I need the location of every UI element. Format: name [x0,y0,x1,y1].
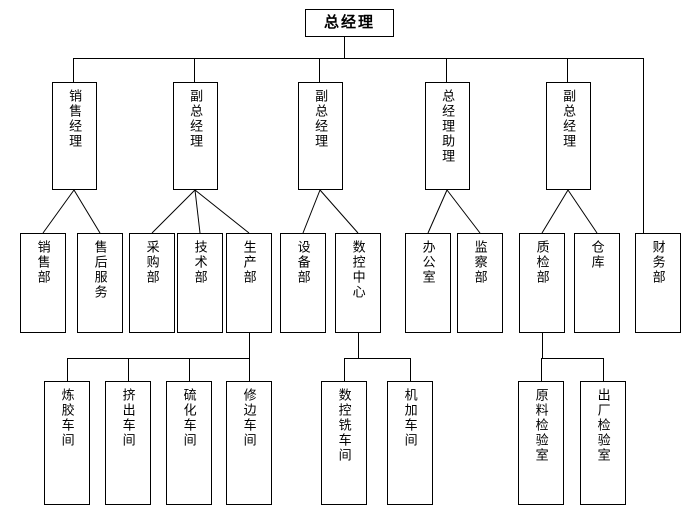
node-label: 原料检验室 [533,388,549,463]
node-technology-dept[interactable]: 技术部 [177,233,223,333]
node-label: 副总经理 [561,89,577,149]
connector-quality-to-raw-material-lab [541,358,542,381]
node-label: 挤出车间 [120,388,136,448]
node-after-sales-service[interactable]: 售后服务 [77,233,123,333]
node-sales-dept[interactable]: 销售部 [20,233,66,333]
node-label: 硫化车间 [181,388,197,448]
node-root-general-manager[interactable]: 总经理 [305,9,394,37]
connector-root-to-deputy-gm-3 [567,58,568,82]
connector-quality-to-output-lab [603,358,604,381]
node-label: 副总经理 [313,89,329,149]
node-label: 监察部 [472,240,488,285]
node-finance-dept[interactable]: 财务部 [635,233,681,333]
node-machining-workshop[interactable]: 机加车间 [387,381,433,505]
node-production-dept[interactable]: 生产部 [226,233,272,333]
connector-root-to-finance-dept [643,58,644,233]
node-warehouse[interactable]: 仓库 [574,233,620,333]
connector-production-to-trimming [249,358,250,381]
node-label: 办公室 [420,240,436,285]
node-label: 出厂检验室 [595,388,611,463]
node-label: 财务部 [650,240,666,285]
node-cnc-milling-workshop[interactable]: 数控铣车间 [321,381,367,505]
node-purchasing-dept[interactable]: 采购部 [129,233,175,333]
node-cnc-center[interactable]: 数控中心 [335,233,381,333]
node-label: 质检部 [534,240,550,285]
connector-root-stem [344,37,345,58]
node-label: 售后服务 [92,240,108,300]
connector-quality-bus [541,358,603,359]
node-office[interactable]: 办公室 [405,233,451,333]
node-label: 仓库 [589,240,605,270]
node-equipment-dept[interactable]: 设备部 [280,233,326,333]
node-label: 技术部 [192,240,208,285]
node-sales-manager[interactable]: 销售经理 [52,82,97,190]
node-trimming-workshop[interactable]: 修边车间 [226,381,272,505]
node-label: 总经理 [323,14,375,32]
node-label: 销售经理 [67,89,83,149]
node-rubber-mixing-workshop[interactable]: 炼胶车间 [44,381,90,505]
node-label: 设备部 [295,240,311,285]
node-deputy-gm-2[interactable]: 副总经理 [298,82,343,190]
node-extrusion-workshop[interactable]: 挤出车间 [105,381,151,505]
connector-cnc-to-milling [344,358,345,381]
connector-cnc-drop [358,333,359,358]
connector-cnc-bus [344,358,410,359]
node-label: 销售部 [35,240,51,285]
node-deputy-gm-3[interactable]: 副总经理 [546,82,591,190]
node-label: 机加车间 [402,388,418,448]
connector-production-to-rubber-mixing [67,358,68,381]
node-label: 采购部 [144,240,160,285]
node-deputy-gm-1[interactable]: 副总经理 [173,82,218,190]
node-label: 数控中心 [350,240,366,300]
node-quality-dept[interactable]: 质检部 [519,233,565,333]
node-supervision-dept[interactable]: 监察部 [457,233,503,333]
node-label: 总经理助理 [440,89,456,164]
connector-root-to-gm-assistant [446,58,447,82]
node-vulcanization-workshop[interactable]: 硫化车间 [166,381,212,505]
connector-production-to-extrusion [128,358,129,381]
connector-root-to-deputy-gm-1 [194,58,195,82]
node-factory-output-inspection-lab[interactable]: 出厂检验室 [580,381,626,505]
connector-production-bus [67,358,250,359]
connector-production-drop [249,333,250,358]
node-label: 炼胶车间 [59,388,75,448]
node-label: 修边车间 [241,388,257,448]
connector-production-to-vulcanization [189,358,190,381]
connector-quality-drop [542,333,543,358]
connector-root-to-sales-manager [73,58,74,82]
node-gm-assistant[interactable]: 总经理助理 [425,82,470,190]
connector-cnc-to-machining [410,358,411,381]
node-label: 副总经理 [188,89,204,149]
node-label: 生产部 [241,240,257,285]
node-label: 数控铣车间 [336,388,352,463]
node-raw-material-inspection-lab[interactable]: 原料检验室 [518,381,564,505]
connector-root-bus [73,58,644,59]
connector-root-to-deputy-gm-2 [319,58,320,82]
